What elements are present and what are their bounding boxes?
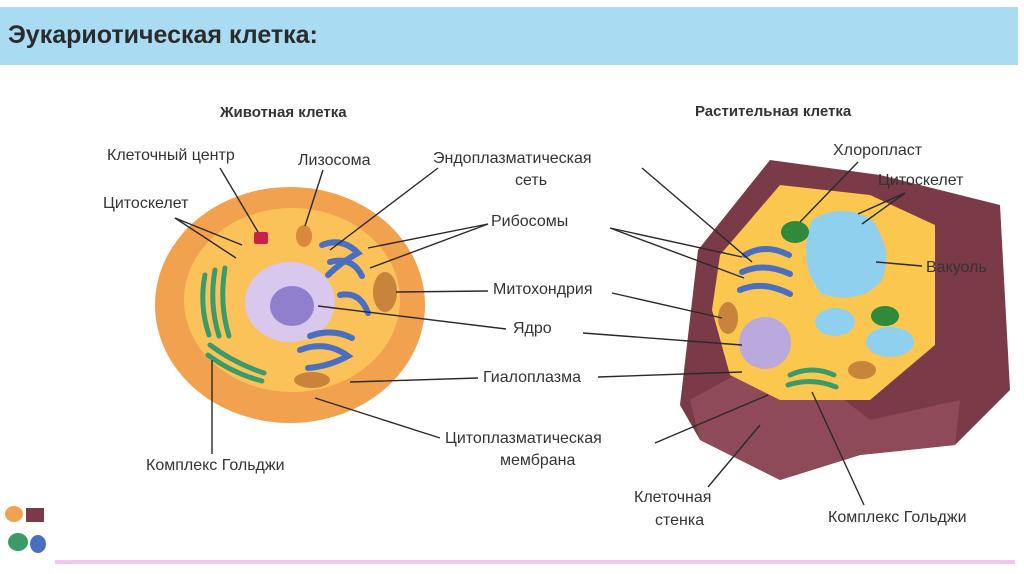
label-hyaloplasm: Гиалоплазма [483,369,581,386]
plant-er [737,246,793,297]
plant-vacuole [805,211,887,298]
label-mitochondria: Митохондрия [493,281,593,298]
label-lysosome: Лизосома [298,152,371,169]
label-golgi-animal: Комплекс Гольджи [146,457,285,474]
animal-mitochondrion-1 [373,272,397,312]
plant-heading: Растительная клетка [695,103,852,120]
animal-heading: Животная клетка [219,104,347,121]
animal-lysosome [296,225,312,247]
plant-mitochondrion-2 [848,361,876,379]
title-bar: Эукариотическая клетка: [0,7,1018,65]
thumbnail-image [0,498,54,564]
label-cytoskeleton-plant: Цитоскелет [878,172,964,189]
label-nucleus: Ядро [513,320,552,337]
label-vacuole: Вакуоль [926,259,987,276]
label-cell-wall-line2: стенка [655,512,704,529]
plant-chloroplast-2 [871,306,899,326]
animal-er [297,239,371,371]
label-chloroplast: Хлоропласт [833,142,923,159]
plant-nucleus [739,317,791,369]
plant-cell [680,160,1010,480]
bottom-divider [55,560,1015,564]
plant-vacuole-small-2 [866,327,914,357]
label-membrane-line2: мембрана [500,452,576,469]
plant-mitochondrion-1 [718,302,738,334]
animal-centrosome [254,232,268,244]
animal-nucleolus [270,286,314,326]
label-er-line1: Эндоплазматическая [433,150,592,167]
label-membrane-line1: Цитоплазматическая [445,430,602,447]
label-ribosomes: Рибосомы [491,213,568,230]
label-cytoskeleton-animal: Цитоскелет [103,195,189,212]
animal-cell [155,187,425,423]
plant-vacuole-small-1 [815,308,855,336]
label-centrosome: Клеточный центр [107,147,235,164]
page-title: Эукариотическая клетка: [8,21,318,49]
animal-golgi [200,265,267,384]
animal-mitochondrion-2 [294,372,330,388]
label-golgi-plant: Комплекс Гольджи [828,509,967,526]
label-er-line2: сеть [515,172,547,189]
label-cell-wall-line1: Клеточная [634,489,711,506]
leader-lines [174,161,923,506]
plant-chloroplast-1 [781,221,809,243]
plant-golgi [785,367,839,390]
